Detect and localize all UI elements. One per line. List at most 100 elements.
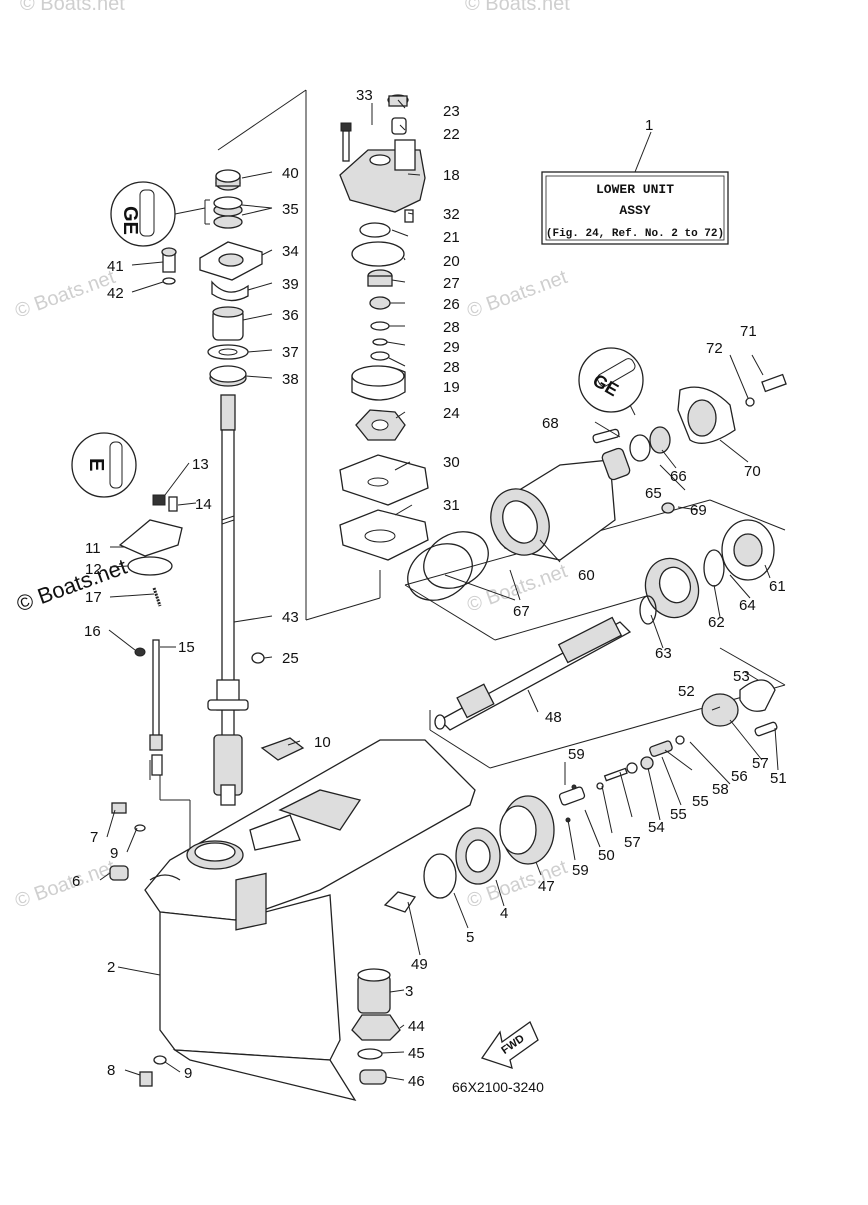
callout-72: 72 — [706, 340, 723, 357]
callout-21: 21 — [443, 229, 460, 246]
callout-53: 53 — [733, 668, 750, 685]
callout-61: 61 — [769, 578, 786, 595]
callout-29: 29 — [443, 339, 460, 356]
grease-symbol-right: GE — [578, 347, 644, 416]
callout-25: 25 — [282, 650, 299, 667]
callout-16: 16 — [84, 623, 101, 640]
callout-57-lower: 57 — [624, 834, 641, 851]
callout-28-lower: 28 — [443, 359, 460, 376]
callout-27: 27 — [443, 275, 460, 292]
callout-50: 50 — [598, 847, 615, 864]
callout-9-lower: 9 — [184, 1065, 192, 1082]
callout-19: 19 — [443, 379, 460, 396]
callout-15: 15 — [178, 639, 195, 656]
callout-59-upper: 59 — [568, 746, 585, 763]
watermark-2: © Boats.net — [465, 0, 570, 15]
drive-shaft-column — [199, 169, 263, 806]
callout-28-upper: 28 — [443, 319, 460, 336]
callout-23: 23 — [443, 103, 460, 120]
callout-58: 58 — [712, 781, 729, 798]
callout-30: 30 — [443, 454, 460, 471]
callout-63: 63 — [655, 645, 672, 662]
title-line2: ASSY — [619, 203, 650, 218]
callout-7: 7 — [90, 829, 98, 846]
callout-4: 4 — [500, 905, 508, 922]
callout-71: 71 — [740, 323, 757, 340]
leader-lines — [99, 99, 779, 1081]
callout-57-upper: 57 — [752, 755, 769, 772]
callout-51: 51 — [770, 770, 787, 787]
callout-22: 22 — [443, 126, 460, 143]
fwd-arrow: FWD — [480, 1021, 539, 1069]
callout-32: 32 — [443, 206, 460, 223]
callout-18: 18 — [443, 167, 460, 184]
callout-2: 2 — [107, 959, 115, 976]
callout-14: 14 — [195, 496, 212, 513]
callout-55-lower: 55 — [692, 793, 709, 810]
callout-36: 36 — [282, 307, 299, 324]
callout-3: 3 — [405, 983, 413, 1000]
callout-39: 39 — [282, 276, 299, 293]
title-box: LOWER UNIT ASSY (Fig. 24, Ref. No. 2 to … — [541, 131, 729, 245]
callout-60: 60 — [578, 567, 595, 584]
callout-66: 66 — [670, 468, 687, 485]
callout-41: 41 — [107, 258, 124, 275]
callout-33: 33 — [356, 87, 373, 104]
callout-5: 5 — [466, 929, 474, 946]
callout-46: 46 — [408, 1073, 425, 1090]
callout-45: 45 — [408, 1045, 425, 1062]
watermark-4: © Boats.net — [464, 266, 570, 323]
callout-68: 68 — [542, 415, 559, 432]
title-line3: (Fig. 24, Ref. No. 2 to 72) — [546, 228, 724, 240]
watermark-dark: © Boats.net — [13, 554, 130, 617]
grease-symbol-top: GE — [110, 181, 206, 247]
callout-35: 35 — [282, 201, 299, 218]
callout-9-upper: 9 — [110, 845, 118, 862]
callout-numbers: 1 2 3 4 5 6 7 8 9 9 10 11 12 13 14 15 16… — [72, 87, 787, 1090]
callout-20: 20 — [443, 253, 460, 270]
callout-11: 11 — [85, 540, 101, 557]
callout-8: 8 — [107, 1062, 115, 1079]
callout-49: 49 — [411, 956, 428, 973]
frame-lines — [159, 89, 786, 860]
callout-38: 38 — [282, 371, 299, 388]
callout-55-upper: 55 — [670, 806, 687, 823]
callout-48: 48 — [545, 709, 562, 726]
callout-70: 70 — [744, 463, 761, 480]
callout-12: 12 — [85, 561, 102, 578]
watermark-3: © Boats.net — [12, 266, 118, 323]
water-pump-stack — [339, 94, 429, 561]
watermark-6: © Boats.net — [12, 856, 118, 913]
callout-62: 62 — [708, 614, 725, 631]
shift-rod-assembly — [118, 494, 183, 780]
callout-6: 6 — [72, 873, 80, 890]
callout-42: 42 — [107, 285, 124, 302]
callout-52: 52 — [678, 683, 695, 700]
callout-40: 40 — [282, 165, 299, 182]
callout-10: 10 — [314, 734, 331, 751]
callout-13: 13 — [192, 456, 209, 473]
callout-17: 17 — [85, 589, 102, 606]
bearing-housing-assembly — [407, 373, 787, 601]
callout-31: 31 — [443, 497, 460, 514]
lower-casing — [144, 739, 476, 1102]
callout-67: 67 — [513, 603, 530, 620]
svg-text:GE: GE — [119, 206, 141, 235]
callout-64: 64 — [739, 597, 756, 614]
callout-65: 65 — [645, 485, 662, 502]
grease-symbol-left: E — [71, 432, 137, 498]
callout-44: 44 — [408, 1018, 425, 1035]
callout-59-lower: 59 — [572, 862, 589, 879]
callout-47: 47 — [538, 878, 555, 895]
svg-text:E: E — [85, 458, 107, 471]
callout-37: 37 — [282, 344, 299, 361]
watermark-1: © Boats.net — [20, 0, 125, 15]
callout-69: 69 — [690, 502, 707, 519]
callout-1: 1 — [645, 117, 653, 134]
callout-24: 24 — [443, 405, 460, 422]
title-line1: LOWER UNIT — [596, 182, 674, 197]
drawing-code: 66X2100-3240 — [452, 1079, 544, 1095]
callout-26: 26 — [443, 296, 460, 313]
